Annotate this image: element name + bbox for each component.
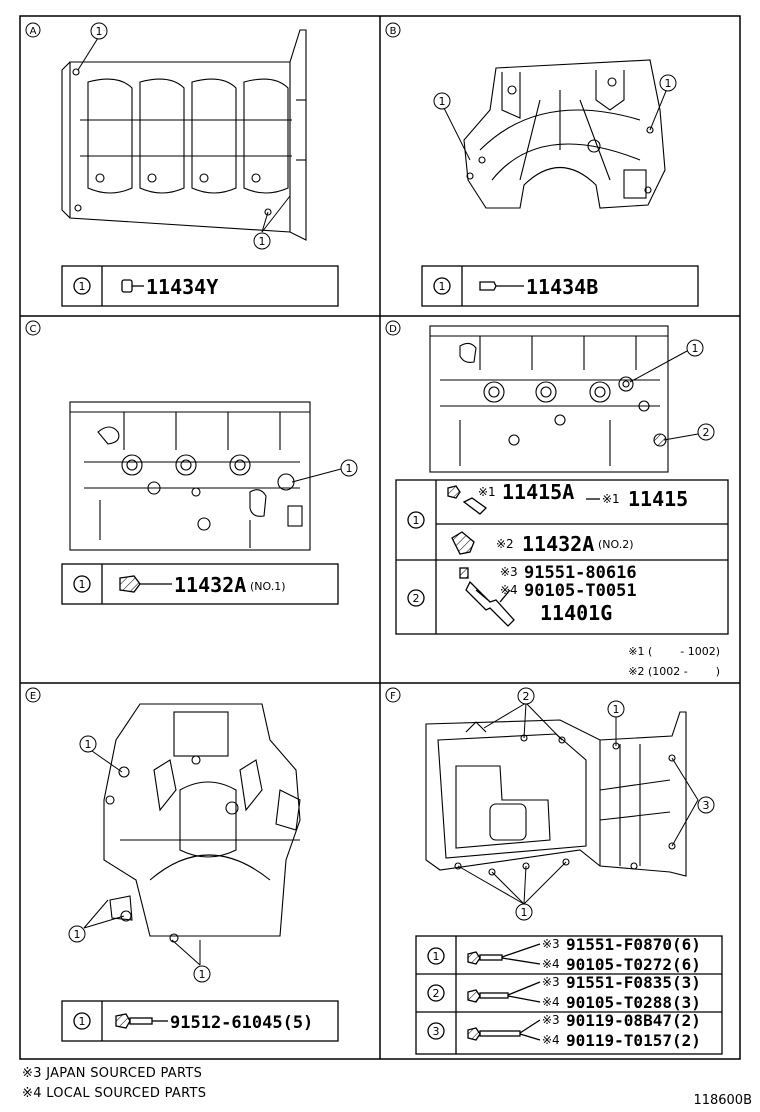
- panel-c-letter: C: [30, 324, 37, 335]
- legend-f-r3-part-b: 90119-T0157(2): [566, 1031, 701, 1050]
- footnote-local: ※4 LOCAL SOURCED PARTS: [22, 1086, 207, 1101]
- legend-d-part-11432a: 11432A: [522, 532, 594, 556]
- panel-e-callouts: [68, 735, 211, 983]
- callout-f-3: 3: [703, 799, 710, 812]
- legend-d-index-1: 1: [413, 514, 420, 527]
- callout-f-1b: 1: [521, 906, 528, 919]
- panel-d: D 1 2: [385, 320, 729, 678]
- panel-c-drawing: [69, 401, 311, 551]
- legend-f-r1-mark-a: ※3: [542, 937, 560, 951]
- legend-d-mark-1: ※1: [478, 485, 496, 499]
- panel-b-callouts: [433, 74, 677, 161]
- callout-f-2: 2: [523, 690, 530, 703]
- legend-d-index-2: 2: [413, 592, 420, 605]
- legend-a-index: 1: [79, 280, 86, 293]
- legend-c-note: (NO.1): [250, 580, 286, 593]
- callout-d-1: 1: [692, 342, 699, 355]
- callout-f-1a: 1: [613, 703, 620, 716]
- legend-d-part-11401g: 11401G: [540, 601, 612, 625]
- legend-f-index-1: 1: [433, 950, 440, 963]
- legend-f-r1-part-a: 91551-F0870(6): [566, 935, 701, 954]
- legend-d-mark-3: ※2: [496, 537, 514, 551]
- panel-f-legend: [415, 935, 723, 1055]
- legend-a-part: 11434Y: [146, 275, 218, 299]
- legend-f-index-2: 2: [433, 987, 440, 1000]
- footnote-japan: ※3 JAPAN SOURCED PARTS: [22, 1066, 203, 1081]
- callout-a-1: 1: [96, 25, 103, 38]
- panel-grid: [19, 15, 741, 1060]
- panel-f-callouts: [457, 687, 715, 921]
- callout-d-2: 2: [703, 426, 710, 439]
- legend-e-part: 91512-61045(5): [170, 1013, 313, 1033]
- callout-b-1: 1: [439, 95, 446, 108]
- panel-d-legend: [395, 479, 729, 635]
- panel-d-note-1: ※1 ( - 1002): [628, 645, 720, 658]
- legend-b-part: 11434B: [526, 275, 598, 299]
- panel-d-drawing: [429, 325, 669, 473]
- legend-d-mark-2: ※1: [602, 492, 620, 506]
- legend-f-r1-part-b: 90105-T0272(6): [566, 955, 701, 974]
- legend-f-index-3: 3: [433, 1025, 440, 1038]
- diagram-code: 118600B: [693, 1093, 752, 1108]
- panel-b-drawing: [463, 59, 666, 209]
- legend-f-r3-part-a: 90119-08B47(2): [566, 1011, 701, 1030]
- panel-a: A 1 1: [25, 22, 339, 307]
- callout-b-2: 1: [665, 77, 672, 90]
- callout-a-2: 1: [259, 235, 266, 248]
- panel-c-callouts: [291, 459, 358, 483]
- callout-e-3: 1: [199, 968, 206, 981]
- legend-d-part-90105-t0051: 90105-T0051: [524, 581, 637, 601]
- panel-a-legend: [61, 265, 339, 307]
- legend-d-part-11415: 11415: [628, 487, 688, 511]
- panel-b-legend: [421, 265, 699, 307]
- panel-f: F: [385, 687, 723, 1055]
- legend-f-r2-mark-b: ※4: [542, 995, 560, 1009]
- legend-e-index: 1: [79, 1015, 86, 1028]
- panel-d-note-2: ※2 (1002 - ): [628, 665, 720, 678]
- legend-d-part-91551-80616: 91551-80616: [524, 563, 637, 583]
- panel-a-callouts: [77, 22, 291, 250]
- panel-a-drawing: [61, 29, 307, 241]
- panel-f-drawing: [425, 711, 687, 877]
- legend-f-r3-mark-b: ※4: [542, 1033, 560, 1047]
- callout-c-1: 1: [346, 462, 353, 475]
- panel-e-drawing: [103, 703, 301, 943]
- panel-b: B 1 1: [385, 22, 699, 307]
- panel-e-letter: E: [30, 691, 36, 702]
- legend-d-mark-5: ※4: [500, 583, 518, 597]
- panel-e-legend: [61, 1000, 339, 1042]
- legend-f-r3-mark-a: ※3: [542, 1013, 560, 1027]
- legend-c-index: 1: [79, 578, 86, 591]
- panel-f-letter: F: [390, 691, 396, 702]
- legend-c-part: 11432A: [174, 573, 246, 597]
- panel-a-letter: A: [30, 26, 37, 37]
- panel-d-letter: D: [389, 324, 397, 335]
- panel-b-letter: B: [390, 26, 397, 37]
- legend-d-mark-4: ※3: [500, 565, 518, 579]
- callout-e-1: 1: [85, 738, 92, 751]
- legend-f-r1-mark-b: ※4: [542, 957, 560, 971]
- callout-e-2: 1: [74, 928, 81, 941]
- panel-d-callouts: [629, 339, 715, 441]
- legend-f-r2-mark-a: ※3: [542, 975, 560, 989]
- legend-b-index: 1: [439, 280, 446, 293]
- legend-d-part-11415a: 11415A: [502, 480, 574, 504]
- legend-f-r2-part-b: 90105-T0288(3): [566, 993, 701, 1012]
- panel-c: C 1 1 114: [25, 320, 358, 605]
- legend-d-note-no2: (NO.2): [598, 538, 634, 551]
- panel-e: E 1 1 1: [25, 687, 339, 1042]
- panel-c-legend: [61, 563, 339, 605]
- legend-f-r2-part-a: 91551-F0835(3): [566, 973, 701, 992]
